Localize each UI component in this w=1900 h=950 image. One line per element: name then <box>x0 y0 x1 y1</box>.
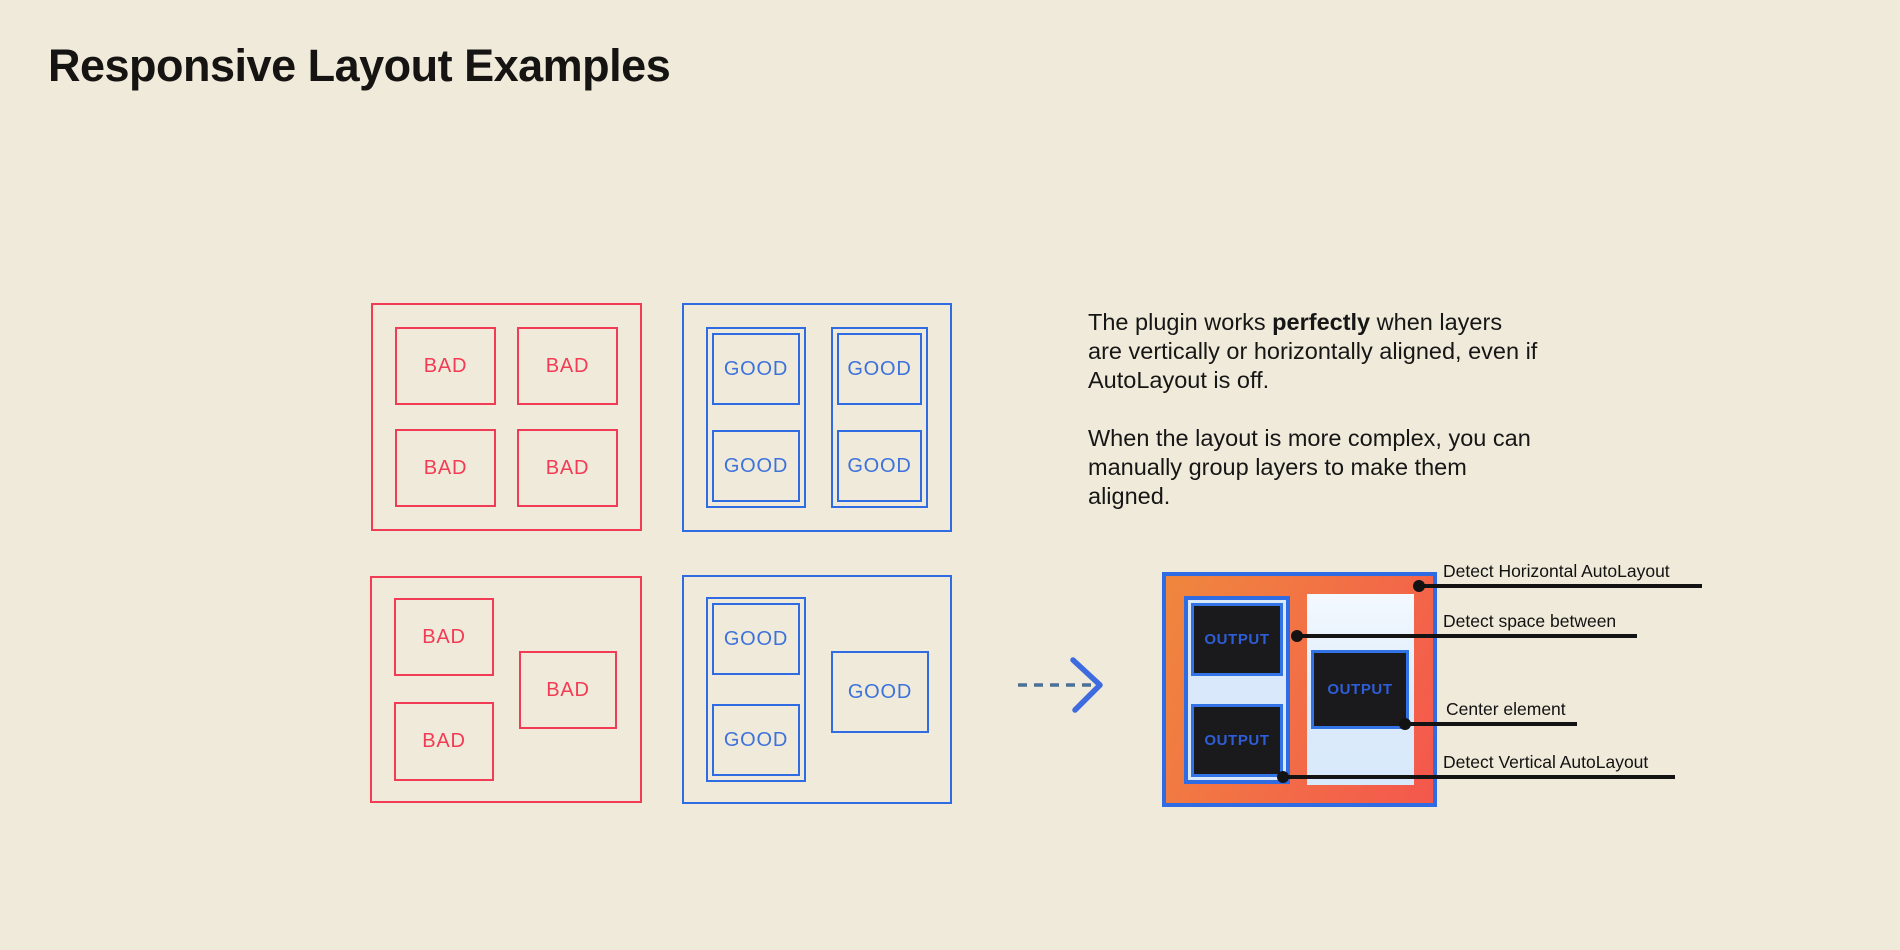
callout-dot-vertical-autolayout <box>1277 771 1289 783</box>
good-group-column: GOOD GOOD <box>831 327 928 508</box>
output-box: OUTPUT <box>1191 603 1283 676</box>
callout-line-vertical-autolayout <box>1283 775 1675 779</box>
good-box: GOOD <box>712 603 800 675</box>
good-box: GOOD <box>712 704 800 776</box>
callout-line-space-between <box>1297 634 1637 638</box>
annotation-detect-horizontal-autolayout: Detect Horizontal AutoLayout <box>1443 561 1670 581</box>
good-box: GOOD <box>831 651 929 733</box>
callout-line-horizontal-autolayout <box>1419 584 1702 588</box>
output-center-panel: OUTPUT <box>1307 594 1414 785</box>
description-paragraph-1: The plugin works perfectly when layers a… <box>1088 309 1538 393</box>
output-box: OUTPUT <box>1311 650 1409 729</box>
callout-dot-space-between <box>1291 630 1303 642</box>
good-box: GOOD <box>837 430 922 502</box>
bad-box: BAD <box>395 429 496 507</box>
output-preview: OUTPUT OUTPUT OUTPUT <box>1162 572 1437 807</box>
bad-box: BAD <box>394 598 494 676</box>
good-box: GOOD <box>712 333 800 405</box>
callout-dot-horizontal-autolayout <box>1413 580 1425 592</box>
callout-line-center-element <box>1405 722 1577 726</box>
page-title: Responsive Layout Examples <box>48 40 671 91</box>
bad-box: BAD <box>517 429 618 507</box>
bad-box: BAD <box>517 327 618 405</box>
description-paragraph-2: When the layout is more complex, you can… <box>1088 425 1531 509</box>
good-group-column: GOOD GOOD <box>706 327 806 508</box>
output-vertical-group: OUTPUT OUTPUT <box>1184 596 1290 784</box>
bad-box: BAD <box>395 327 496 405</box>
description-bold: perfectly <box>1272 309 1371 335</box>
good-grid-aligned: GOOD GOOD GOOD GOOD <box>682 303 952 532</box>
bad-grid-aligned: BAD BAD BAD BAD <box>371 303 642 531</box>
bad-layout-complex: BAD BAD BAD <box>370 576 642 803</box>
annotation-detect-vertical-autolayout: Detect Vertical AutoLayout <box>1443 752 1649 772</box>
good-box: GOOD <box>837 333 922 405</box>
callout-dot-center-element <box>1399 718 1411 730</box>
bad-box: BAD <box>394 702 494 781</box>
good-box: GOOD <box>712 430 800 502</box>
bad-box: BAD <box>519 651 617 729</box>
good-layout-grouped: GOOD GOOD GOOD <box>682 575 952 804</box>
output-box: OUTPUT <box>1191 704 1283 777</box>
plugin-description: The plugin works perfectly when layers a… <box>1088 308 1540 540</box>
flow-arrow-icon <box>1018 657 1103 713</box>
annotation-center-element: Center element <box>1446 699 1566 719</box>
annotation-detect-space-between: Detect space between <box>1443 611 1617 631</box>
good-group-column: GOOD GOOD <box>706 597 806 782</box>
